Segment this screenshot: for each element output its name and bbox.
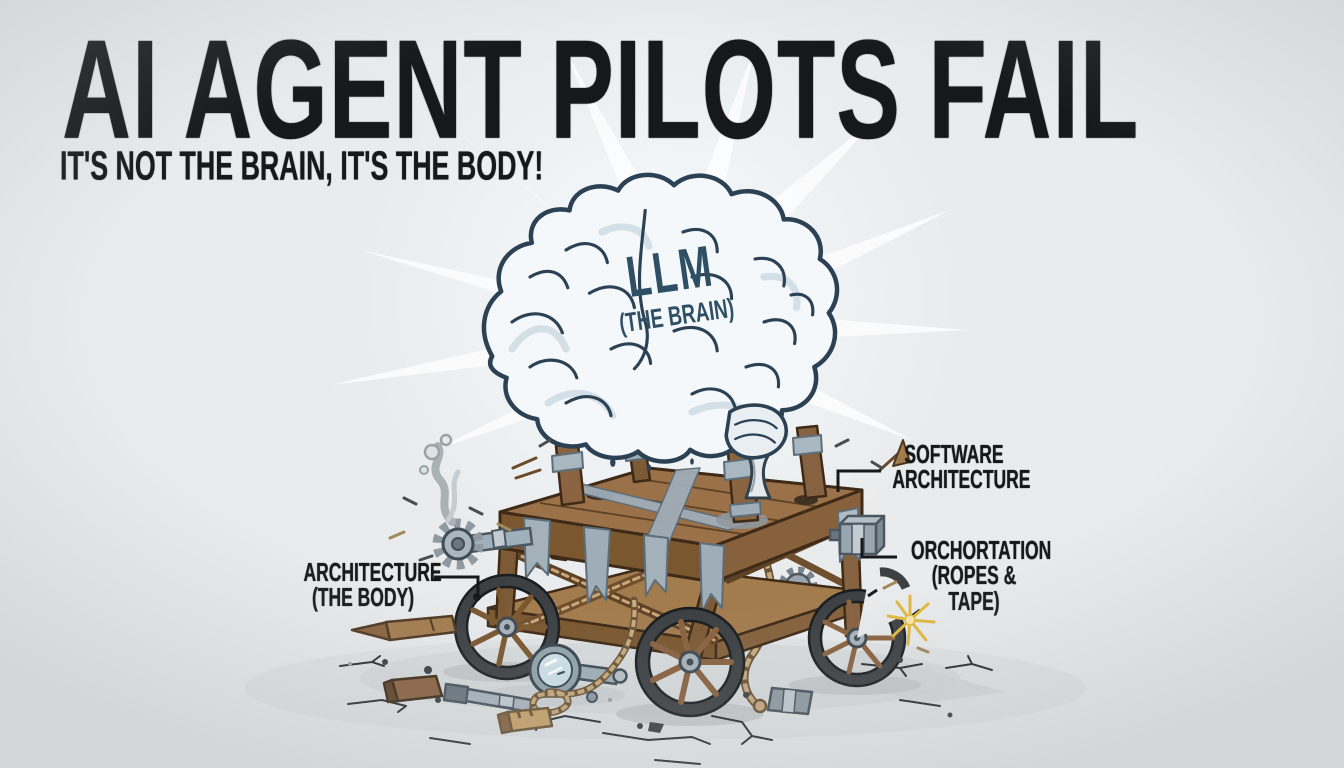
taped-box [828, 514, 886, 556]
wheel-center [634, 606, 746, 718]
callout-architecture-body: ARCHITECTURE (THE BODY) [278, 557, 448, 612]
callout-software-line2: ARCHITECTURE [892, 464, 1031, 494]
callout-software-architecture: SOFTWARE ARCHITECTURE [866, 439, 1042, 494]
wood-debris [350, 614, 814, 735]
stones [348, 657, 953, 733]
smoke [419, 433, 461, 526]
metal-rod [442, 682, 534, 714]
callout-body-line1: ARCHITECTURE [303, 557, 442, 588]
rope-coil [529, 596, 638, 717]
brain-stem [742, 446, 774, 500]
brain-illustration [481, 172, 840, 472]
page-title: AI AGENT PILOTS FAIL [62, 11, 1140, 169]
callout-orchestration-line2: (ROPES & TAPE) [931, 560, 1017, 616]
brain-folds [510, 208, 815, 418]
rope-hanging [740, 544, 776, 714]
callout-orchestration-line1: ORCHORTATION [911, 535, 1052, 566]
callout-connectors [434, 469, 897, 601]
sparks [886, 594, 936, 646]
page-subtitle: IT'S NOT THE BRAIN, IT'S THE BODY! [60, 143, 544, 189]
wheel-left [453, 573, 561, 681]
callout-software-line1: SOFTWARE [904, 439, 1004, 470]
wheel-right-broken [807, 566, 925, 688]
callout-orchestration: ORCHORTATION (ROPES & TAPE) [884, 535, 1064, 616]
callout-body-line2: (THE BODY) [311, 582, 415, 612]
motion-ticks [388, 438, 930, 654]
